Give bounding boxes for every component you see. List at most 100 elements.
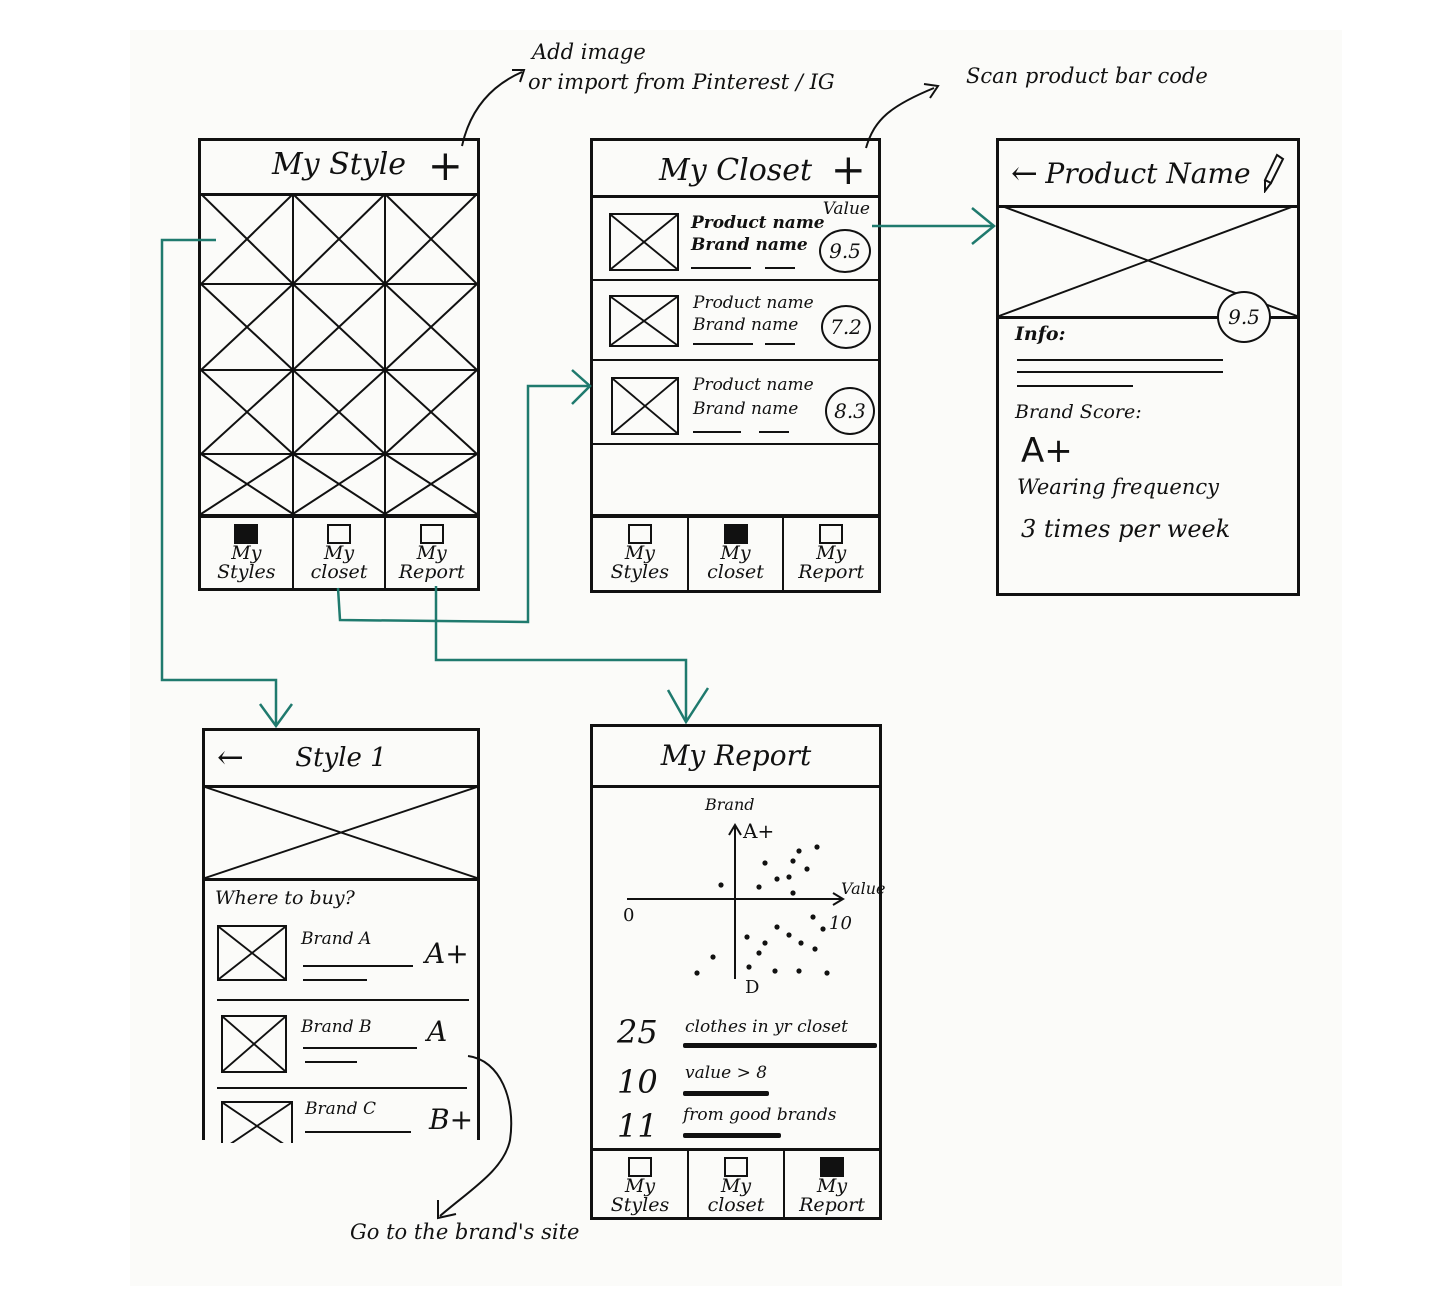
chart-y-top-label: A+ <box>743 819 775 843</box>
add-image-button[interactable]: + <box>427 141 463 190</box>
go-to-site-note: Go to the brand's site <box>350 1220 580 1244</box>
product-detail-screen: ← Product Name 9.5 Info: Brand Score: A+… <box>996 138 1300 596</box>
stat-row: 11 from good brands <box>593 1105 879 1151</box>
scatter-point <box>820 926 826 932</box>
my-style-screen: My Style + My Styles My closet My Report <box>198 138 480 591</box>
my-report-title: My Report <box>660 739 812 772</box>
style-detail-title: Style 1 <box>295 743 387 773</box>
brand-name: Brand B <box>301 1017 372 1037</box>
closet-item[interactable]: Product name Brand name 7.2 <box>593 281 878 361</box>
stat-number: 10 <box>617 1063 658 1101</box>
scatter-point <box>824 970 830 976</box>
brand-score-label: Brand Score: <box>1015 401 1142 423</box>
tab-label: My closet <box>707 542 764 583</box>
brand-thumbnail <box>217 925 287 981</box>
tab-closet-icon <box>724 1157 748 1177</box>
back-arrow-icon[interactable]: ← <box>217 738 244 776</box>
paper-background <box>130 30 1342 1286</box>
brand-grade: B+ <box>429 1103 474 1136</box>
chart-x-label: Value <box>841 879 886 898</box>
brand-row[interactable]: Brand B A <box>205 1005 477 1091</box>
scatter-point <box>804 866 810 872</box>
tab-styles-icon <box>234 524 259 544</box>
wearing-frequency-value: 3 times per week <box>1021 515 1231 543</box>
back-arrow-icon[interactable]: ← <box>1011 154 1038 192</box>
product-score-badge: 9.5 <box>1217 291 1271 343</box>
tab-my-closet[interactable]: My closet <box>294 518 387 588</box>
tab-my-report[interactable]: My Report <box>386 518 477 588</box>
style-grid <box>201 194 477 514</box>
chart-y-label: Brand <box>705 795 755 814</box>
closet-item[interactable]: Product name Brand name 9.5 <box>593 199 878 281</box>
info-label: Info: <box>1015 323 1066 345</box>
brand-score-value: A+ <box>1021 431 1073 471</box>
brand-row[interactable]: Brand A A+ <box>205 917 477 1003</box>
stat-row: 10 value > 8 <box>593 1061 879 1107</box>
tab-my-styles[interactable]: My Styles <box>593 518 689 590</box>
brand-name: Brand name <box>693 315 799 335</box>
stat-number: 25 <box>617 1013 658 1051</box>
add-image-annotation-arrow <box>461 71 523 147</box>
my-closet-tabbar: My Styles My closet My Report <box>593 514 878 590</box>
stat-label: from good brands <box>683 1105 837 1125</box>
brand-grade: A <box>427 1015 448 1048</box>
scatter-point <box>786 874 792 880</box>
scatter-point <box>790 890 796 896</box>
my-style-header: My Style + <box>201 141 477 196</box>
tab-label: My Report <box>798 542 865 583</box>
scatter-point <box>762 860 768 866</box>
tab-my-closet[interactable]: My closet <box>689 518 785 590</box>
style-detail-header: ← Style 1 <box>205 731 477 788</box>
chart-y-bottom-label: D <box>745 977 760 998</box>
value-badge: 7.2 <box>821 305 871 349</box>
tab-styles-icon <box>627 524 652 544</box>
scatter-point <box>746 964 752 970</box>
pencil-icon[interactable] <box>1263 153 1285 193</box>
wearing-frequency-label: Wearing frequency <box>1017 475 1220 499</box>
tab-label: My Styles <box>610 542 670 583</box>
scan-barcode-button[interactable]: + <box>830 145 866 194</box>
scatter-point <box>756 950 762 956</box>
tab-my-report[interactable]: My Report <box>785 1151 879 1217</box>
scatter-point <box>694 970 700 976</box>
value-column-header: Value <box>822 199 870 219</box>
style-to-detail-flow <box>160 238 278 724</box>
product-detail-title: Product Name <box>1045 157 1251 190</box>
scatter-point <box>798 940 804 946</box>
style-image <box>205 787 477 881</box>
where-to-buy-label: Where to buy? <box>215 887 355 909</box>
tab-my-styles[interactable]: My Styles <box>201 518 294 588</box>
product-thumbnail <box>609 295 679 347</box>
value-badge: 8.3 <box>825 387 875 435</box>
value-badge: 9.5 <box>819 229 871 273</box>
chart-x-min-label: 0 <box>623 905 635 926</box>
chart-x-max-label: 10 <box>829 913 852 934</box>
scatter-point <box>772 968 778 974</box>
tab-my-report[interactable]: My Report <box>784 518 878 590</box>
brand-name: Brand C <box>305 1099 376 1119</box>
tab-my-closet[interactable]: My closet <box>689 1151 785 1217</box>
tab-label: My Report <box>398 542 465 583</box>
scatter-point <box>796 968 802 974</box>
my-closet-screen: My Closet + Value Product name Brand nam… <box>590 138 881 593</box>
scatter-point <box>814 844 820 850</box>
tab-report-icon <box>419 524 444 544</box>
brand-row[interactable]: Brand C B+ <box>205 1093 477 1143</box>
tab-my-styles[interactable]: My Styles <box>593 1151 689 1217</box>
brand-grade: A+ <box>425 937 469 970</box>
scan-annotation-arrow <box>865 87 935 149</box>
my-report-header: My Report <box>593 727 879 788</box>
scatter-point <box>744 934 750 940</box>
product-name: Product name <box>693 375 814 395</box>
product-thumbnail <box>611 377 679 435</box>
closet-item[interactable]: Product name Brand name 8.3 <box>593 361 878 445</box>
scatter-point <box>786 932 792 938</box>
scatter-point <box>762 940 768 946</box>
tab-label: My Styles <box>610 1175 670 1216</box>
my-report-screen: My Report Brand A+ Value 0 10 D 25 cloth… <box>590 724 886 1220</box>
tab-label: My closet <box>310 542 368 583</box>
tab-label: My closet <box>707 1175 765 1216</box>
tab-report-icon <box>820 1157 844 1177</box>
tab-label: My Report <box>799 1175 865 1216</box>
